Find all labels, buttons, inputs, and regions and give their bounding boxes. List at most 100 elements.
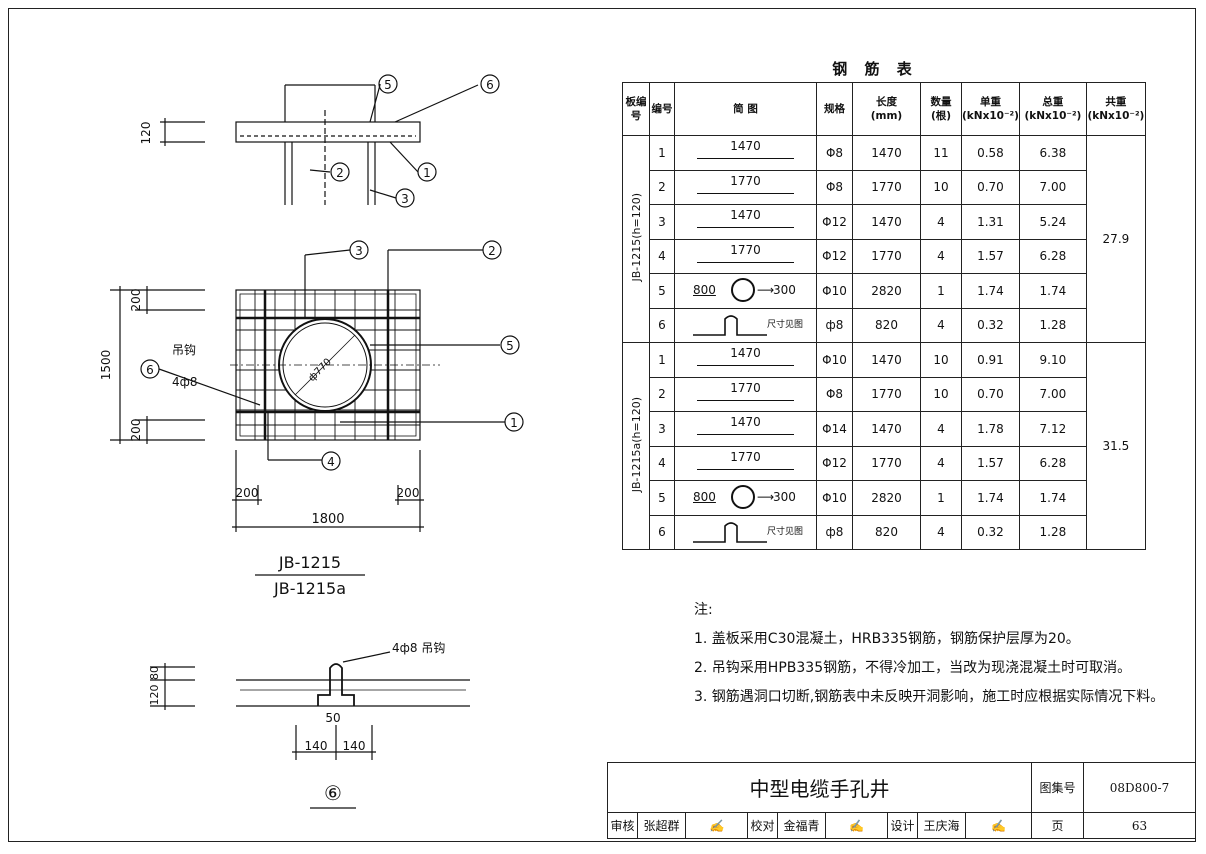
bar-shape-spiral: 800⟶300 — [675, 274, 816, 307]
bar-spec: Φ8 — [816, 135, 853, 171]
bar-total-weight: 7.00 — [1018, 376, 1087, 412]
bar-spec: Φ8 — [816, 169, 853, 205]
bar-qty: 1 — [920, 273, 962, 309]
note-1: 1. 盖板采用C30混凝土，HRB335钢筋，钢筋保护层厚为20。 — [694, 631, 1080, 647]
hook-shape-icon — [693, 521, 767, 543]
dim-1500: 1500 — [99, 350, 113, 381]
bar-total-weight: 9.10 — [1018, 342, 1087, 378]
bar-length: 1470 — [852, 204, 921, 240]
shape-len: 1470 — [730, 346, 761, 361]
bar-line — [697, 434, 794, 436]
bar-qty: 4 — [920, 411, 962, 447]
bar-qty: 11 — [920, 135, 962, 171]
bar-unit-weight: 1.74 — [961, 273, 1020, 309]
check-label: 校对 — [748, 813, 778, 839]
bar-qty: 4 — [920, 307, 962, 343]
bar-unit-weight: 0.58 — [961, 135, 1020, 171]
bar-shape-straight: 1470 — [675, 205, 816, 238]
bar-shape: 1470 — [674, 135, 817, 171]
plate-id: JB-1215(h=120) — [622, 135, 650, 343]
shape-len: 1770 — [730, 173, 761, 188]
shape-len: 1470 — [730, 139, 761, 154]
shape-len: 1470 — [730, 415, 761, 430]
bar-no: 5 — [649, 480, 675, 516]
col-length: 长度 (mm) — [852, 82, 921, 136]
bar-line — [697, 365, 794, 367]
plate-id: JB-1215a(h=120) — [622, 342, 650, 550]
col-plate: 板编号 — [622, 82, 650, 136]
rebar-table: 板编号 编号 简 图 规格 长度 (mm) 数量 (根) 单重 (kNx10⁻²… — [622, 82, 1146, 550]
bar-qty: 10 — [920, 342, 962, 378]
bar-unit-weight: 0.91 — [961, 342, 1020, 378]
bar-line — [697, 399, 794, 401]
dim-200-left: 200 — [236, 486, 259, 500]
bar-length: 820 — [852, 307, 921, 343]
page-label: 页 — [1032, 813, 1084, 839]
bar-line — [697, 468, 794, 470]
bar-unit-weight: 0.70 — [961, 376, 1020, 412]
bar-shape: 1470 — [674, 411, 817, 447]
plan-view: ф770 1500 200 200 200 200 1800 3 2 5 1 — [99, 240, 524, 598]
bar-no: 5 — [649, 273, 675, 309]
plan-callout-2: 2 — [488, 244, 496, 258]
bar-shape: 1470 — [674, 342, 817, 378]
detail-title: ⑥ — [324, 781, 342, 805]
dim-200-bottom: 200 — [129, 419, 143, 442]
shape-len: 1770 — [730, 242, 761, 257]
bar-unit-weight: 0.32 — [961, 307, 1020, 343]
shape-len: 800 — [693, 490, 716, 505]
shape-len: 1470 — [730, 208, 761, 223]
bar-total-weight: 1.74 — [1018, 273, 1087, 309]
bar-length: 1470 — [852, 411, 921, 447]
title-block: 中型电缆手孔井 图集号 08D800-7 审核 张超群 ✍ 校对 金福青 ✍ 设… — [607, 762, 1196, 839]
shape-len: 800 — [693, 283, 716, 298]
note-3: 3. 钢筋遇洞口切断,钢筋表中未反映开洞影响，施工时应根据实际情况下料。 — [694, 689, 1165, 705]
designer-signature: ✍ — [966, 813, 1032, 839]
bar-no: 6 — [649, 514, 675, 550]
bar-no: 3 — [649, 411, 675, 447]
bar-spec: Φ12 — [816, 238, 853, 274]
bar-spec: Φ8 — [816, 376, 853, 412]
bar-length: 820 — [852, 514, 921, 550]
spiral-icon — [731, 278, 755, 303]
bar-unit-weight: 0.32 — [961, 514, 1020, 550]
bar-qty: 4 — [920, 204, 962, 240]
callout-5: 5 — [384, 78, 392, 92]
detail-dim-120: 120 — [148, 685, 161, 706]
dim-200-right: 200 — [397, 486, 420, 500]
reviewer-name: 张超群 — [638, 813, 686, 839]
bar-line — [697, 192, 794, 194]
bar-shape: 尺寸见图 — [674, 514, 817, 550]
bar-total-weight: 5.24 — [1018, 204, 1087, 240]
bar-shape-straight: 1470 — [675, 136, 816, 169]
arrow-icon: ⟶ — [757, 283, 775, 298]
shape-len: 1770 — [730, 449, 761, 464]
bar-spec: ф8 — [816, 307, 853, 343]
designer-name: 王庆海 — [918, 813, 966, 839]
col-no: 编号 — [649, 82, 675, 136]
bar-shape: 尺寸见图 — [674, 307, 817, 343]
shape-len: 1770 — [730, 380, 761, 395]
drawing-title: 中型电缆手孔井 — [608, 763, 1032, 813]
design-label: 设计 — [888, 813, 918, 839]
bar-no: 4 — [649, 238, 675, 274]
col-group-weight: 共重 (kNx10⁻²) — [1085, 82, 1146, 136]
callout-1: 1 — [423, 166, 431, 180]
hook-label: 吊钩 — [172, 343, 196, 357]
bar-length: 1770 — [852, 445, 921, 481]
detail-dim-80: 80 — [148, 666, 161, 680]
plan-callout-4: 4 — [327, 455, 335, 469]
bar-shape-straight: 1770 — [675, 378, 816, 411]
bar-length: 2820 — [852, 480, 921, 516]
shape-note: 尺寸见图 — [767, 319, 804, 330]
bar-shape-hook: 尺寸见图 — [675, 309, 816, 342]
callout-2: 2 — [336, 166, 344, 180]
